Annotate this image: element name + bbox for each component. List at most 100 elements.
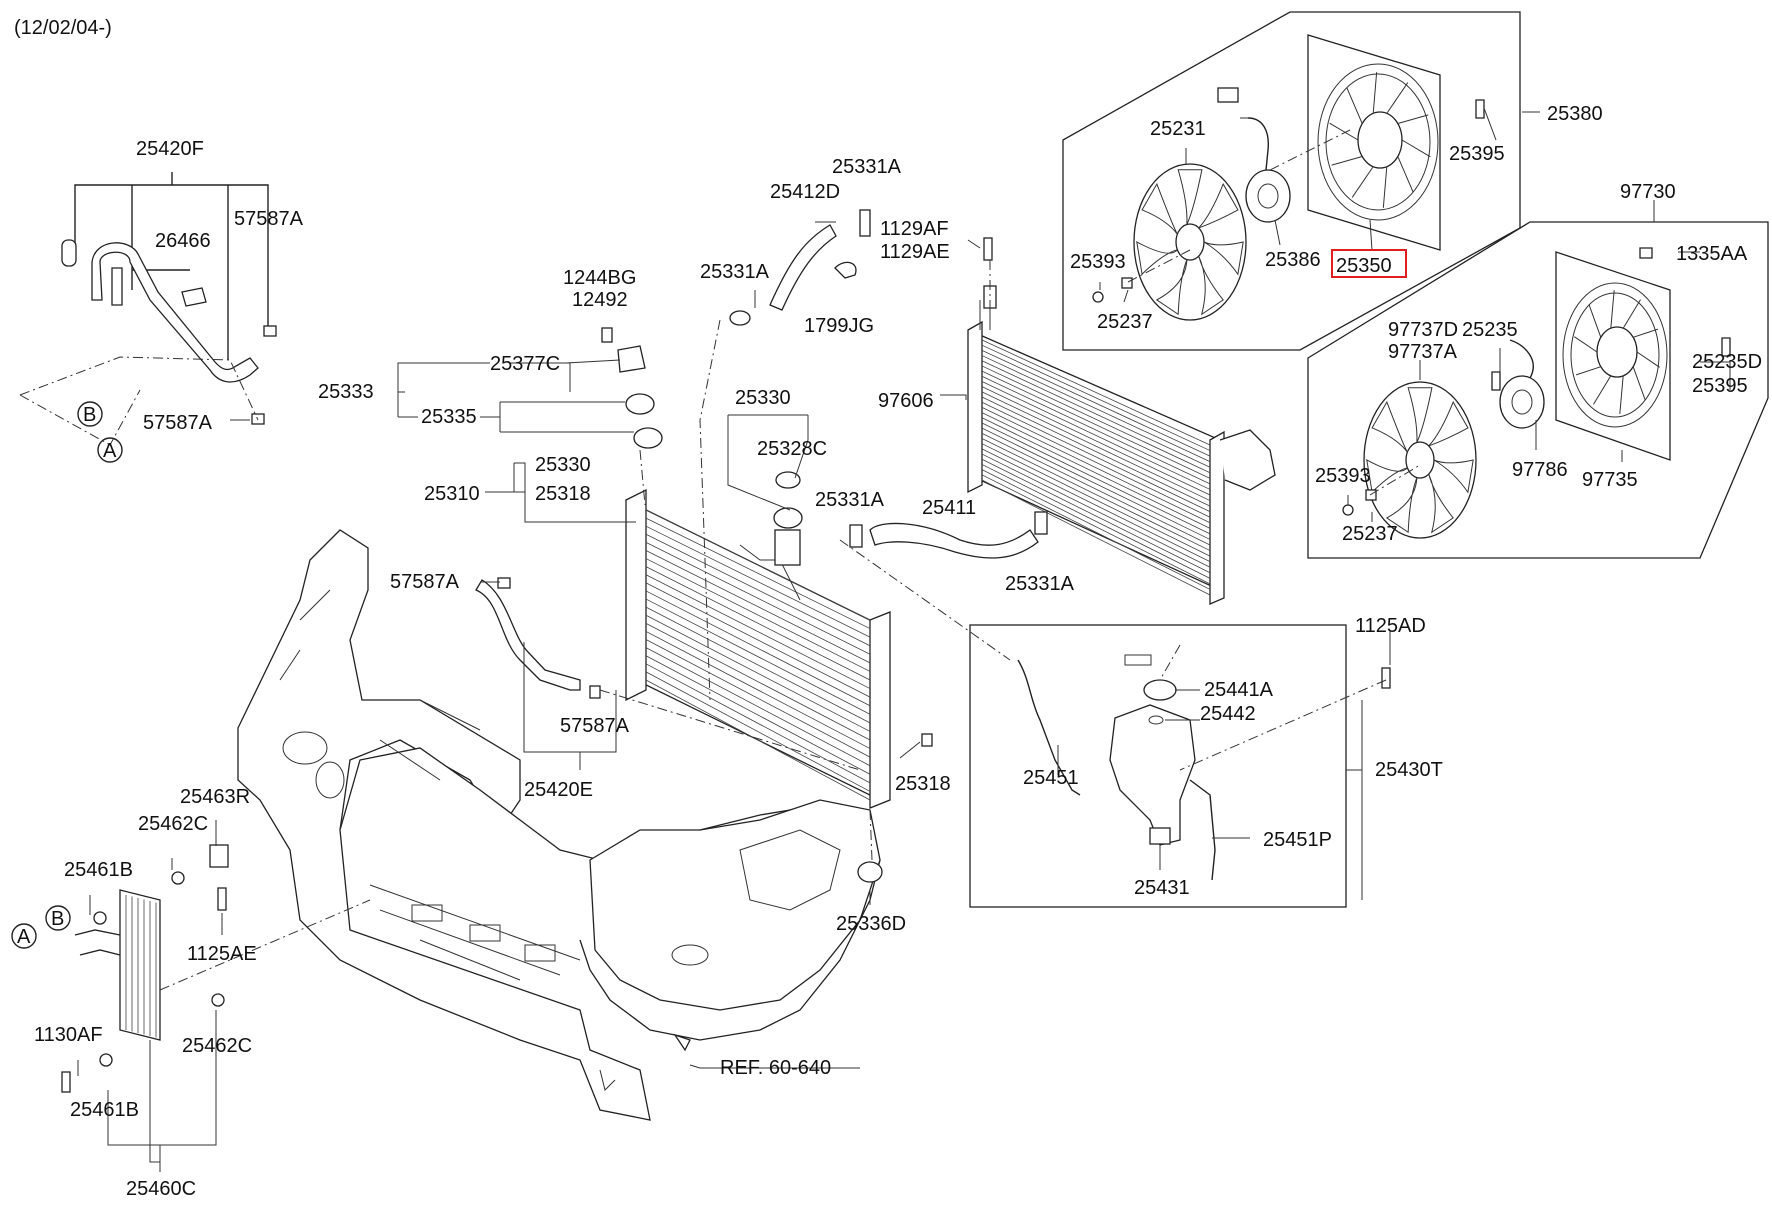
part-label: 25318	[535, 483, 591, 505]
clamp-26466-icon	[181, 287, 207, 307]
lower-hose-25411	[869, 522, 1039, 559]
fan-assembly-box-lower	[1307, 221, 1769, 559]
part-label: 25395	[1449, 143, 1505, 165]
radiator-fin	[645, 574, 871, 689]
reservoir-tank-25431	[1109, 654, 1196, 846]
condenser-fin	[981, 365, 1211, 474]
reservoir-cap-25441a	[1143, 679, 1177, 701]
part-label: 25380	[1547, 103, 1603, 125]
part-label: 57587A	[234, 208, 304, 230]
part-label: 25331A	[832, 156, 902, 178]
condenser-fin	[981, 355, 1211, 463]
radiator-fin	[645, 647, 871, 767]
part-label: 25377C	[490, 353, 560, 375]
part-label: 25310	[424, 483, 480, 505]
shroud-spoke	[1588, 304, 1602, 338]
radiator-filler-neck	[774, 529, 801, 566]
fan-blade	[1203, 241, 1244, 276]
clip-icon	[263, 325, 277, 337]
fan-blade	[1407, 387, 1433, 443]
condenser-fin	[981, 479, 1211, 596]
part-label: 97786	[1512, 459, 1568, 481]
part-label: 97606	[878, 390, 934, 412]
part-label: 25393	[1315, 465, 1371, 487]
condenser-fin	[981, 474, 1211, 590]
part-label: 1130AF	[34, 1024, 103, 1046]
fan-blade	[1385, 477, 1418, 534]
bracket-25318	[921, 733, 933, 747]
part-label: 1129AE	[880, 241, 950, 263]
front-carrier-panel	[237, 529, 881, 1121]
cap-25328c	[775, 471, 801, 489]
cap-25330	[773, 507, 803, 529]
radiator-25310	[625, 488, 891, 809]
condenser-fin	[981, 350, 1211, 457]
shroud-spoke	[1619, 375, 1624, 414]
overflow-hose-25420e	[475, 579, 581, 691]
callout-b-letter: B	[83, 404, 96, 426]
washer-25461b-bottom	[99, 1053, 113, 1067]
bolt-1130af	[61, 1071, 71, 1093]
clip-1335aa	[1639, 247, 1653, 259]
condenser-fin	[981, 370, 1211, 479]
radiator-fin	[645, 614, 871, 732]
condenser-fin	[981, 422, 1211, 535]
shroud-spoke	[1633, 328, 1659, 338]
radiator-fin	[645, 582, 871, 698]
ref-arrow-icon	[673, 1033, 691, 1052]
part-label: 25461B	[64, 859, 133, 881]
radiator-fin	[645, 631, 871, 749]
fan-shroud-97735	[1555, 251, 1671, 461]
bolt-1125ae	[217, 887, 227, 911]
part-label: 97730	[1620, 181, 1676, 203]
part-label: 25395	[1692, 375, 1748, 397]
radiator-fin	[645, 606, 871, 724]
part-label: 97737A	[1388, 341, 1458, 363]
fan-blade	[1428, 473, 1454, 534]
shroud-spoke	[1397, 156, 1414, 193]
washer-25462c-top	[171, 871, 185, 885]
condenser-fin	[981, 453, 1211, 568]
condenser-fin	[981, 344, 1211, 451]
fan-shroud-25350	[1307, 34, 1441, 251]
part-label: 25231	[1150, 118, 1206, 140]
part-label: 25333	[318, 381, 374, 403]
fan-assembly-box-upper	[1062, 11, 1521, 351]
insulator-25335-a	[625, 393, 655, 415]
condenser-fin	[981, 438, 1211, 551]
clip-57587a-b	[589, 685, 601, 699]
radiator-fin	[645, 566, 871, 681]
condenser-fin	[981, 432, 1211, 546]
part-label: 25328C	[757, 438, 827, 460]
motor-connector	[1217, 87, 1239, 103]
fan-blade	[1155, 259, 1188, 316]
part-label: 12492	[572, 289, 628, 311]
callout-a-letter: A	[103, 440, 117, 462]
part-label: 26466	[155, 230, 211, 252]
callout-a-bottom: A	[11, 923, 37, 949]
fan-blade	[1198, 182, 1239, 229]
radiator-fin	[645, 550, 871, 664]
radiator-fin	[645, 679, 871, 801]
condenser-97606	[967, 285, 1276, 605]
shroud-spoke	[1329, 122, 1359, 141]
part-label: 1799JG	[804, 315, 874, 337]
fan-blade	[1371, 400, 1408, 453]
part-label: 1125AD	[1355, 615, 1426, 637]
part-label: 25442	[1200, 703, 1256, 725]
nut-25237-lower	[1365, 489, 1377, 501]
radiator-fin	[645, 517, 871, 629]
part-label: 57587A	[143, 412, 213, 434]
washer-25393-lower	[1342, 504, 1354, 516]
condenser-fin	[981, 448, 1211, 563]
part-label: 25318	[895, 773, 951, 795]
shroud-spoke	[1575, 366, 1601, 376]
callout-b-letter-bottom: B	[51, 908, 64, 930]
part-label: 25463R	[180, 786, 250, 808]
part-label-highlighted: 25350	[1336, 255, 1392, 277]
bolt-1244bg	[601, 327, 613, 343]
condenser-fin	[981, 401, 1211, 513]
condenser-fin	[981, 407, 1211, 518]
